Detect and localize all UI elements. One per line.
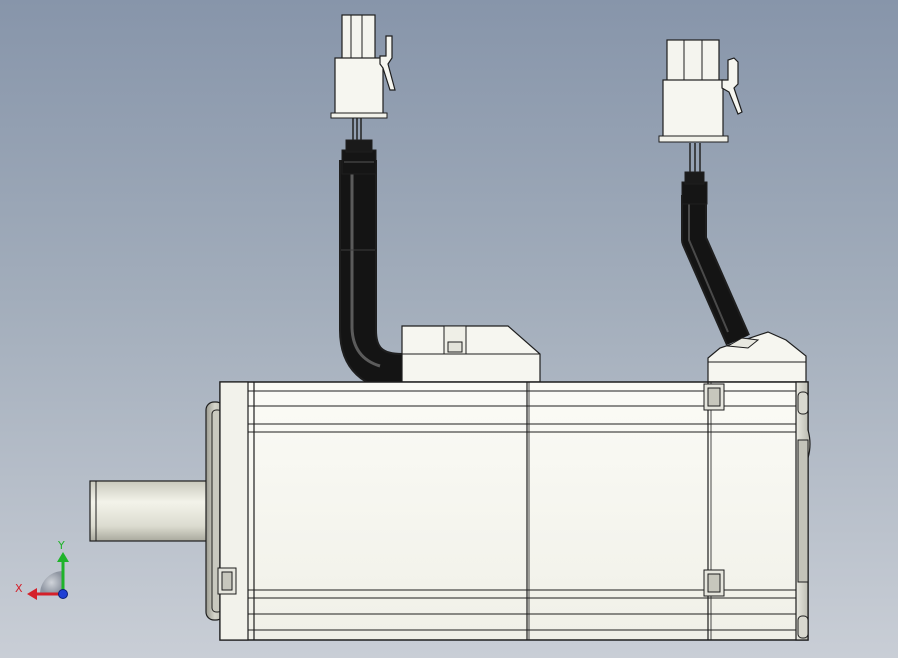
bolt-rear-upper	[703, 383, 725, 411]
power-connector-housing[interactable]	[401, 325, 541, 383]
triad-x-arrowhead	[27, 588, 37, 600]
triad-disc	[40, 571, 63, 594]
right-wires	[689, 143, 701, 172]
encoder-connector-housing[interactable]	[707, 331, 807, 383]
reference-triad	[27, 552, 69, 600]
rear-end-cap	[795, 381, 811, 641]
right-cable	[681, 195, 750, 346]
triad-z-origin	[58, 589, 68, 599]
motor-shaft[interactable]	[89, 480, 216, 542]
right-cable-boot	[681, 171, 708, 205]
left-wires	[352, 118, 362, 140]
bolt-rear-lower	[703, 569, 725, 597]
triad-y-arrowhead	[57, 552, 69, 562]
triad-y-label: Y	[58, 539, 65, 552]
left-cable	[339, 160, 403, 391]
left-cable-boot	[341, 139, 377, 175]
bolt-front-lower	[217, 567, 237, 595]
triad-x-label: X	[15, 582, 23, 595]
left-connector[interactable]	[330, 14, 396, 119]
right-connector[interactable]	[658, 39, 743, 143]
motor-body[interactable]	[219, 381, 809, 641]
